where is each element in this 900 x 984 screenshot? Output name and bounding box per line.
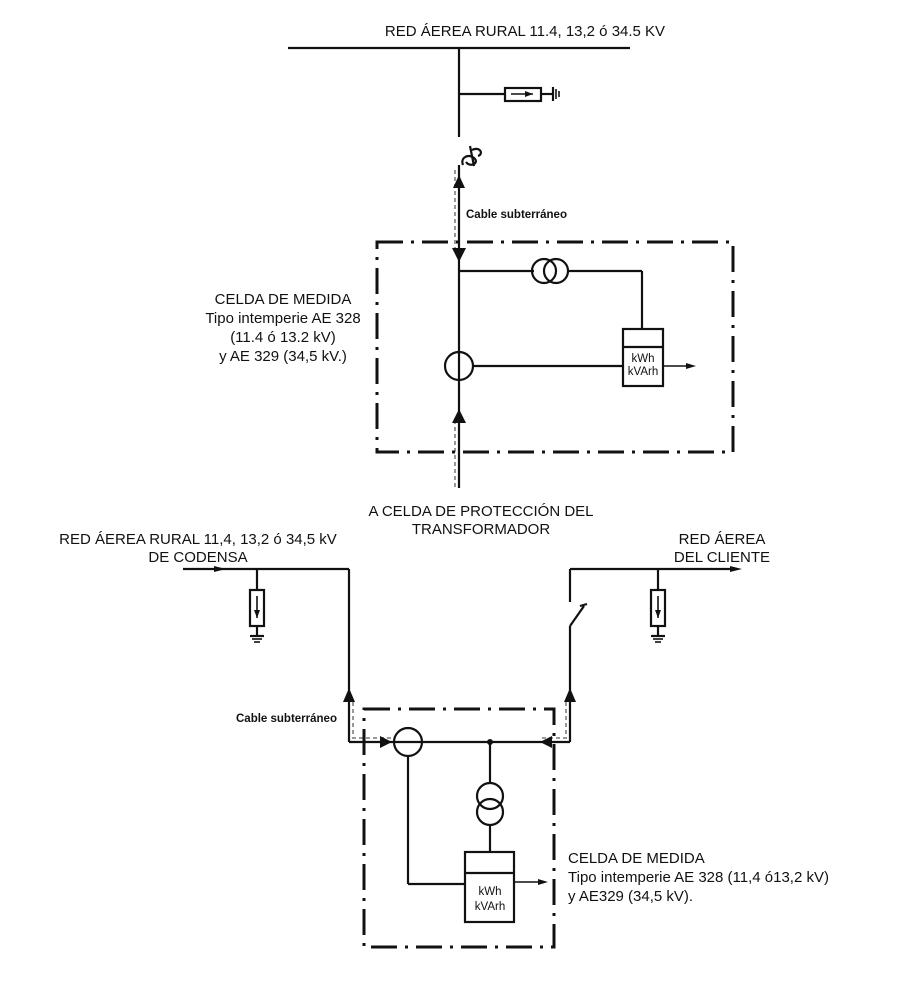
surge-arrester-icon — [459, 86, 560, 103]
top-line-label: RED ÁEREA RURAL 11.4, 13,2 ó 34.5 KV — [385, 23, 665, 40]
voltage-transformer-icon — [530, 257, 570, 285]
arrow-up-icon — [564, 688, 576, 702]
meter-kvarh-label: kVArh — [628, 366, 658, 378]
surge-arrester-icon — [649, 569, 667, 643]
arrow-up-icon — [452, 409, 466, 423]
voltage-transformer-icon — [475, 781, 505, 827]
bottom-cable-label: Cable subterráneo — [236, 713, 337, 725]
top-cable-label: Cable subterráneo — [466, 209, 567, 221]
cell-label-line4: y AE 329 (34,5 kV.) — [219, 348, 347, 365]
client-label-line2: DEL CLIENTE — [674, 549, 770, 566]
cell-label-line3: y AE329 (34,5 kV). — [568, 888, 693, 905]
bottom-diagram: RED ÁEREA RURAL 11,4, 13,2 ó 34,5 kV DE … — [59, 531, 829, 949]
bottom-cell-label: CELDA DE MEDIDA Tipo intemperie AE 328 (… — [568, 850, 829, 905]
client-label-line1: RED ÁEREA — [679, 531, 766, 548]
measuring-cell-boundary — [362, 707, 556, 949]
top-diagram: RED ÁEREA RURAL 11.4, 13,2 ó 34.5 KV Cab… — [205, 23, 735, 538]
arrow-up-icon — [343, 688, 355, 702]
underground-cable — [352, 702, 392, 739]
energy-meter: kWh kVArh — [621, 327, 665, 388]
source-label-line2: DE CODENSA — [148, 549, 247, 566]
arrow-right-icon — [380, 736, 392, 748]
source-label-line1: RED ÁEREA RURAL 11,4, 13,2 ó 34,5 kV — [59, 531, 337, 548]
cell-label-line2: Tipo intemperie AE 328 — [205, 310, 360, 327]
surge-arrester-icon — [248, 569, 266, 643]
arrow-right-icon — [538, 879, 548, 885]
arrow-down-icon — [452, 248, 466, 262]
energy-meter: kWh kVArh — [463, 850, 516, 924]
meter-kwh-label: kWh — [479, 886, 502, 898]
arrow-right-icon — [686, 363, 696, 369]
measuring-cell-boundary — [375, 240, 735, 454]
disconnect-switch-icon — [569, 602, 588, 627]
cable-arrow-up-icon — [453, 175, 465, 188]
cell-label-line3: (11.4 ó 13.2 kV) — [230, 329, 336, 346]
arrow-right-icon — [214, 566, 226, 572]
cable-terminal-icon — [461, 145, 482, 167]
top-cell-label: CELDA DE MEDIDA Tipo intemperie AE 328 (… — [205, 291, 360, 365]
meter-kvarh-label: kVArh — [475, 901, 505, 913]
meter-kwh-label: kWh — [632, 353, 655, 365]
output-label-line1: A CELDA DE PROTECCIÓN DEL — [368, 503, 593, 520]
cell-label-line2: Tipo intemperie AE 328 (11,4 ó13,2 kV) — [568, 869, 829, 886]
output-label-line2: TRANSFORMADOR — [412, 521, 551, 538]
cell-label-line1: CELDA DE MEDIDA — [568, 850, 705, 867]
underground-cable — [540, 702, 567, 739]
arrow-right-icon — [730, 566, 742, 572]
cell-label-line1: CELDA DE MEDIDA — [215, 291, 352, 308]
arrow-left-icon — [540, 736, 552, 748]
